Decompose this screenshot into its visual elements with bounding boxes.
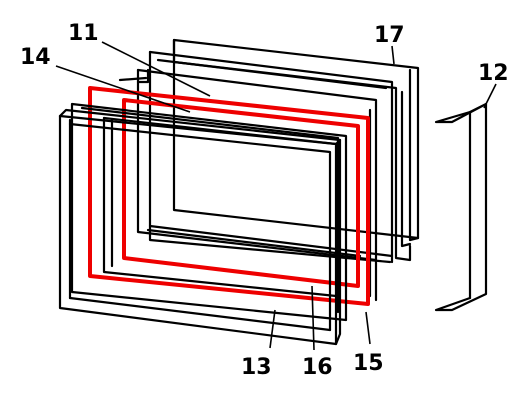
part-17-back-panel [172, 38, 420, 262]
callout-14: 14 [20, 45, 51, 70]
leader-13 [269, 309, 276, 349]
callout-13: 13 [241, 355, 272, 380]
leader-12 [483, 83, 497, 109]
leader-16 [311, 285, 315, 351]
callout-17: 17 [374, 23, 405, 48]
leader-17 [391, 45, 395, 65]
callout-11: 11 [68, 21, 99, 46]
part-12-side-bracket [434, 102, 488, 312]
leader-15 [365, 311, 371, 345]
callout-labels: 11 12 13 14 15 16 17 [20, 21, 509, 380]
callout-15: 15 [353, 351, 384, 376]
part-15-red-gasket [88, 86, 370, 306]
part-13-front-frame [58, 108, 342, 346]
leader-lines [55, 41, 497, 351]
leader-11 [101, 41, 211, 97]
leader-14 [55, 65, 191, 113]
callout-12: 12 [478, 61, 509, 86]
callout-16: 16 [302, 355, 333, 380]
